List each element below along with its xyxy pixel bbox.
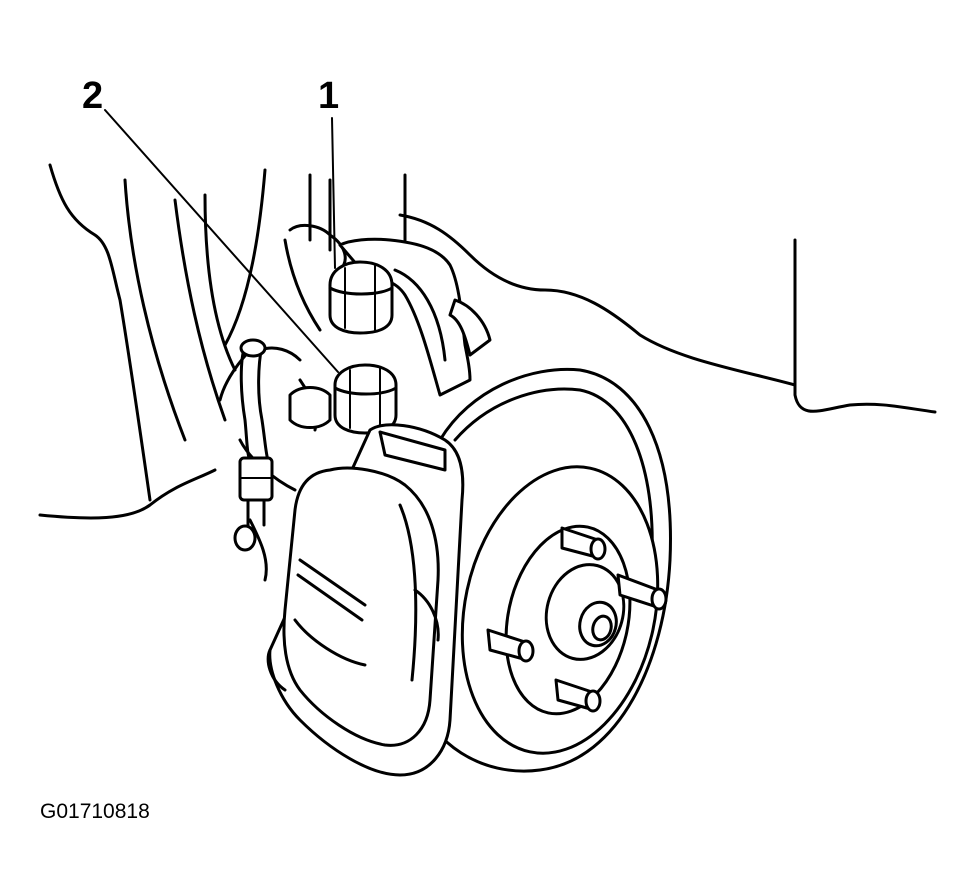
leader-lines (104, 109, 339, 373)
background-body-outline (38, 163, 937, 520)
bolt-1 (328, 260, 394, 335)
brake-caliper (266, 423, 465, 777)
callout-2: 2 (82, 75, 103, 117)
wheel-hub (544, 563, 626, 661)
leader-line-2 (104, 109, 339, 373)
leader-line-1 (331, 117, 336, 269)
brake-hose (233, 338, 274, 552)
wheel-studs (486, 526, 668, 713)
bolt-2 (288, 363, 398, 435)
figure-code: G01710818 (40, 800, 150, 823)
callout-1: 1 (318, 75, 339, 117)
